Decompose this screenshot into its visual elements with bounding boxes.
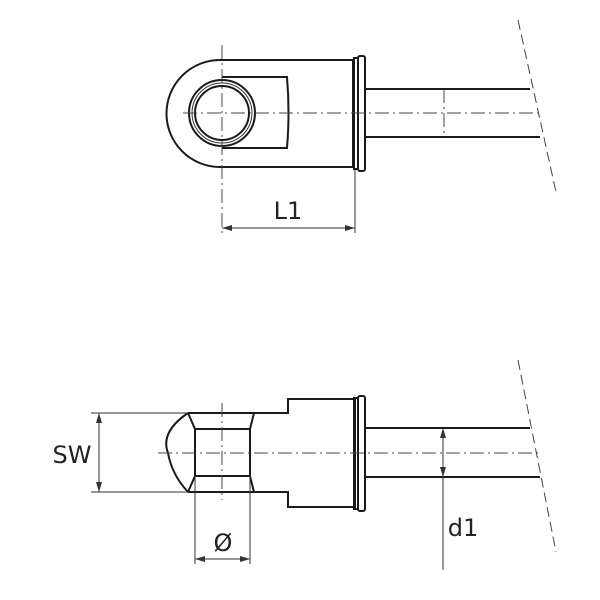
- d1-label: d1: [448, 514, 479, 542]
- hex-chamfer-right: [249, 412, 255, 493]
- break-line: [517, 359, 557, 553]
- diameter-label: Ø: [214, 529, 233, 557]
- sw-label: SW: [53, 441, 92, 469]
- break-line: [517, 19, 557, 193]
- eye-slot: [222, 76, 290, 149]
- hex-end-view: SW Ø d1: [53, 359, 557, 570]
- eye-end-view: L1: [165, 19, 557, 233]
- eye-body: [165, 59, 354, 168]
- l1-label: L1: [274, 197, 303, 225]
